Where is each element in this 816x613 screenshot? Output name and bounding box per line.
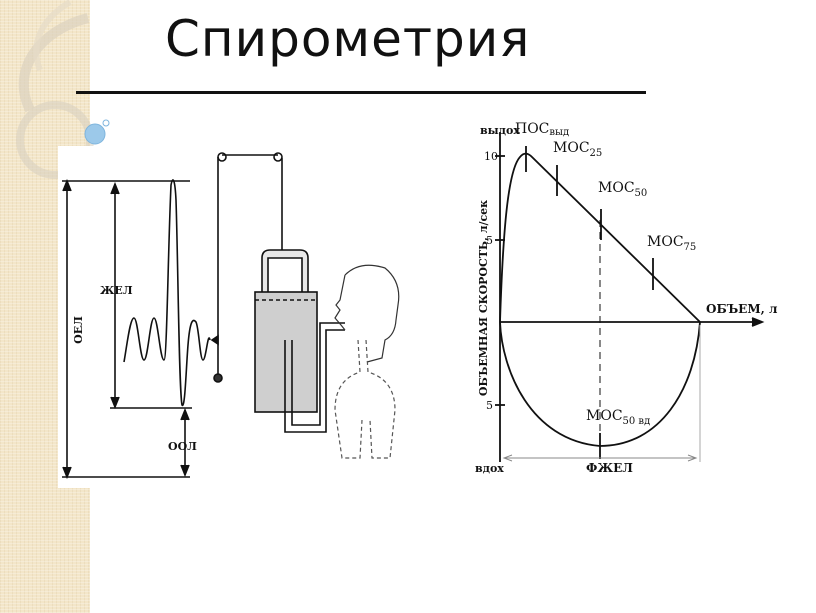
tick-label-5-top: 5 [486, 234, 493, 247]
slide-title: Спирометрия [165, 10, 531, 68]
ool-label: ООЛ [168, 440, 197, 453]
inhale-label: вдох [475, 462, 504, 475]
exhale-label: выдох [480, 124, 520, 137]
x-axis-title: ОБЪЕМ, л [706, 302, 778, 316]
oel-label: ОЕЛ [72, 316, 85, 344]
x-axis-arrow-icon [751, 317, 765, 327]
mos50vd-label: МОС50 вд [586, 408, 650, 427]
title-divider [76, 91, 646, 94]
y-axis-title: ОБЪЕМНАЯ СКОРОСТЬ, л/сек [477, 200, 490, 396]
pos-label: ПОСвыд [515, 121, 569, 138]
tick-label-5-bottom: 5 [486, 399, 493, 412]
mos75-label: МОС75 [647, 234, 696, 253]
tick-label-10: 10 [484, 150, 498, 163]
bubble-icon [84, 123, 106, 145]
mos25-label: МОС25 [553, 140, 602, 159]
zhel-label: ЖЕЛ [100, 284, 133, 297]
fzhel-label: ФЖЕЛ [586, 461, 633, 475]
mos50-label: МОС50 [598, 180, 647, 199]
